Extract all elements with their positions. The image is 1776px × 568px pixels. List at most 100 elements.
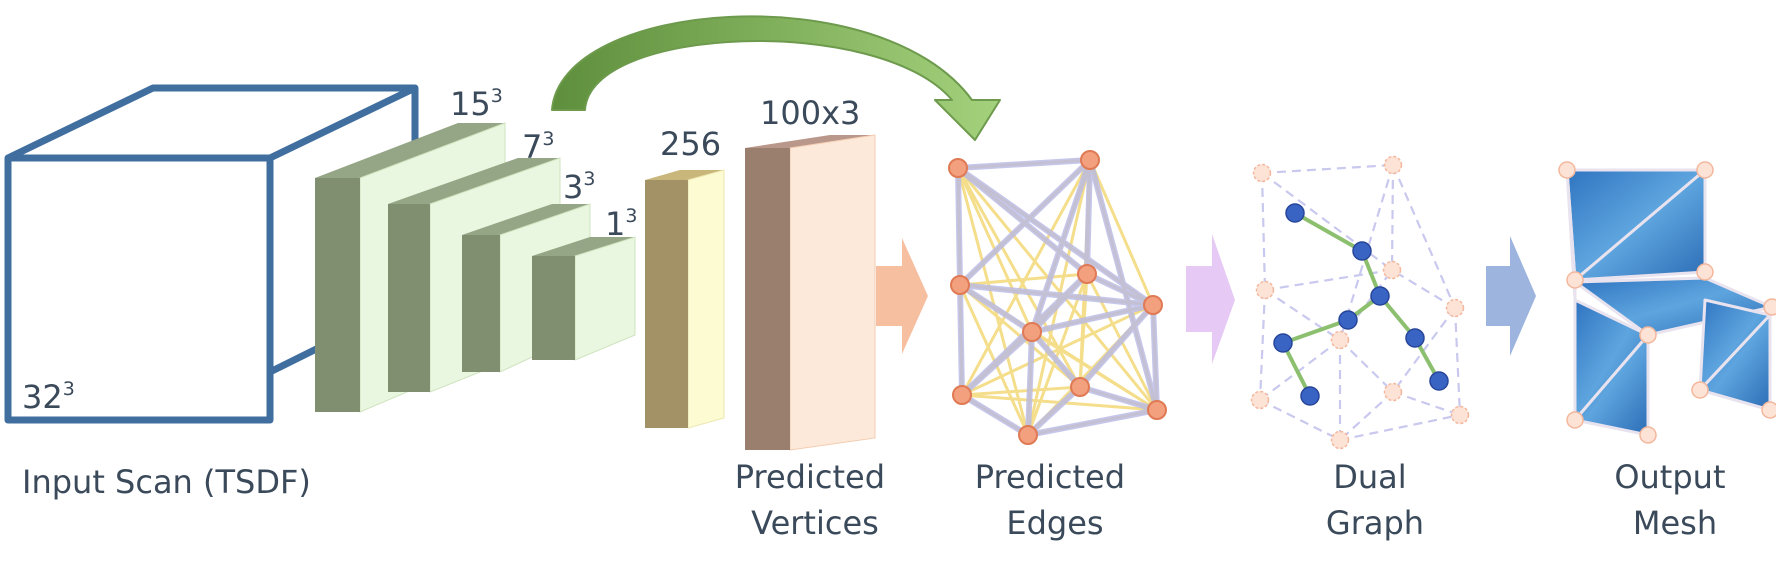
dual-edge (1294, 211, 1363, 253)
predicted-edge (1025, 407, 1160, 438)
dual-dashed-edge (1453, 307, 1462, 416)
caption-predicted-vertices: Predicted Vertices (735, 458, 895, 542)
predicted-edge (1084, 271, 1156, 308)
predicted-edge (1029, 157, 1093, 335)
predicted-edge (1150, 302, 1160, 413)
dual-node (1285, 203, 1305, 223)
vertex-node (1077, 264, 1097, 284)
mesh-face (1565, 168, 1577, 302)
predicted-edge (1029, 302, 1156, 335)
dual-face-vertex (1330, 330, 1350, 350)
dual-dashed-edge (1259, 339, 1341, 401)
mesh-vertex (1566, 271, 1584, 289)
predicted-edge (1025, 384, 1083, 438)
dual-dashed-edge (1260, 172, 1267, 291)
dual-dashed-edge (1261, 163, 1394, 175)
vertex-node (952, 385, 972, 405)
predicted-edge (1025, 329, 1035, 438)
edge-candidate (959, 272, 1088, 287)
predicted-edge (1029, 329, 1083, 390)
dual-dashed-edge (1390, 164, 1395, 271)
dual-face-vertex (1445, 298, 1465, 318)
mesh-vertex (1691, 381, 1709, 399)
dual-face-vertex (1252, 163, 1272, 183)
feature-block-256 (645, 169, 725, 429)
vertex-node (1018, 425, 1038, 445)
edge-candidate (956, 167, 1159, 411)
dual-node (1300, 386, 1320, 406)
dual-edge (1282, 318, 1349, 345)
dual-node (1273, 333, 1293, 353)
vertex-node (1147, 400, 1167, 420)
dual-dashed-edge (1392, 307, 1456, 393)
dual-face-vertex (1382, 260, 1402, 280)
dual-dashed-edge (1339, 413, 1461, 442)
dual-node (1352, 241, 1372, 261)
predicted-edge (1087, 157, 1160, 413)
arrow-to-edges (876, 238, 928, 354)
predicted-edge (1077, 302, 1156, 390)
dual-dashed-edge (1261, 172, 1393, 271)
mesh-vertex (1761, 401, 1776, 419)
mesh-vertex (1696, 263, 1714, 281)
mesh-face (1573, 168, 1707, 282)
vertex-node (1070, 377, 1090, 397)
caption-input-scan: Input Scan (TSDF) (22, 463, 311, 501)
dual-dashed-edge (1339, 339, 1394, 393)
edge-candidate (1088, 159, 1155, 306)
dual-node (1405, 328, 1425, 348)
edge-candidate (961, 303, 1154, 397)
arrow-to-mesh (1486, 236, 1536, 356)
vertex-node (1143, 295, 1163, 315)
caption-output-mesh: Output Mesh (1614, 458, 1735, 542)
predicted-edge (957, 282, 965, 398)
vertex-node (1022, 322, 1042, 342)
dual-node (1338, 310, 1358, 330)
dual-dashed-edge (1391, 269, 1456, 309)
predicted-edge (957, 282, 1035, 335)
predicted-edges-graph (948, 150, 1167, 445)
feature-dim-label: 256 (660, 125, 721, 163)
dual-dashed-edge (1258, 289, 1267, 401)
dual-dashed-edge (1392, 390, 1461, 417)
vertex-node (948, 158, 968, 178)
dual-face-vertex (1330, 430, 1350, 450)
mesh-vertex (1566, 411, 1584, 429)
skip-arrow (551, 15, 1001, 141)
dual-graph (1250, 155, 1470, 450)
dual-dashed-edge (1391, 164, 1457, 309)
dual-node (1370, 286, 1390, 306)
edge-candidate (960, 159, 1092, 396)
caption-predicted-edges: Predicted Edges (975, 458, 1135, 542)
encoder-block-1 (532, 236, 636, 361)
dual-face-vertex (1450, 405, 1470, 425)
enc1-dim-label: 153 (450, 85, 503, 123)
mesh-vertex (1558, 161, 1576, 179)
predicted-edge (959, 392, 1031, 438)
enc4-dim-label: 13 (605, 205, 637, 243)
dual-dashed-edge (1339, 391, 1394, 441)
edge-candidate (961, 385, 1081, 397)
dual-face-vertex (1383, 155, 1403, 175)
dual-edge (1281, 342, 1312, 397)
caption-dual-graph: Dual Graph (1326, 458, 1424, 542)
predicted-edge (955, 165, 963, 288)
output-mesh (1558, 161, 1776, 444)
input-dim-label: 323 (22, 378, 75, 416)
edge-candidate (1078, 273, 1089, 388)
vertex-node (1080, 150, 1100, 170)
enc2-dim-label: 73 (522, 128, 554, 166)
predicted-edge (957, 282, 1156, 308)
predicted-edge (1077, 384, 1160, 413)
enc3-dim-label: 33 (563, 168, 595, 206)
mesh-vertex (1696, 161, 1714, 179)
dual-dashed-edge (1264, 289, 1341, 341)
dual-dashed-edge (1259, 399, 1341, 441)
mesh-vertex (1763, 298, 1776, 316)
mesh-face (1573, 333, 1650, 437)
vertices-dim-label: 100x3 (760, 94, 860, 132)
arrow-to-dual (1186, 234, 1235, 364)
predicted-edge (955, 157, 1093, 171)
mesh-vertex (1639, 326, 1657, 344)
